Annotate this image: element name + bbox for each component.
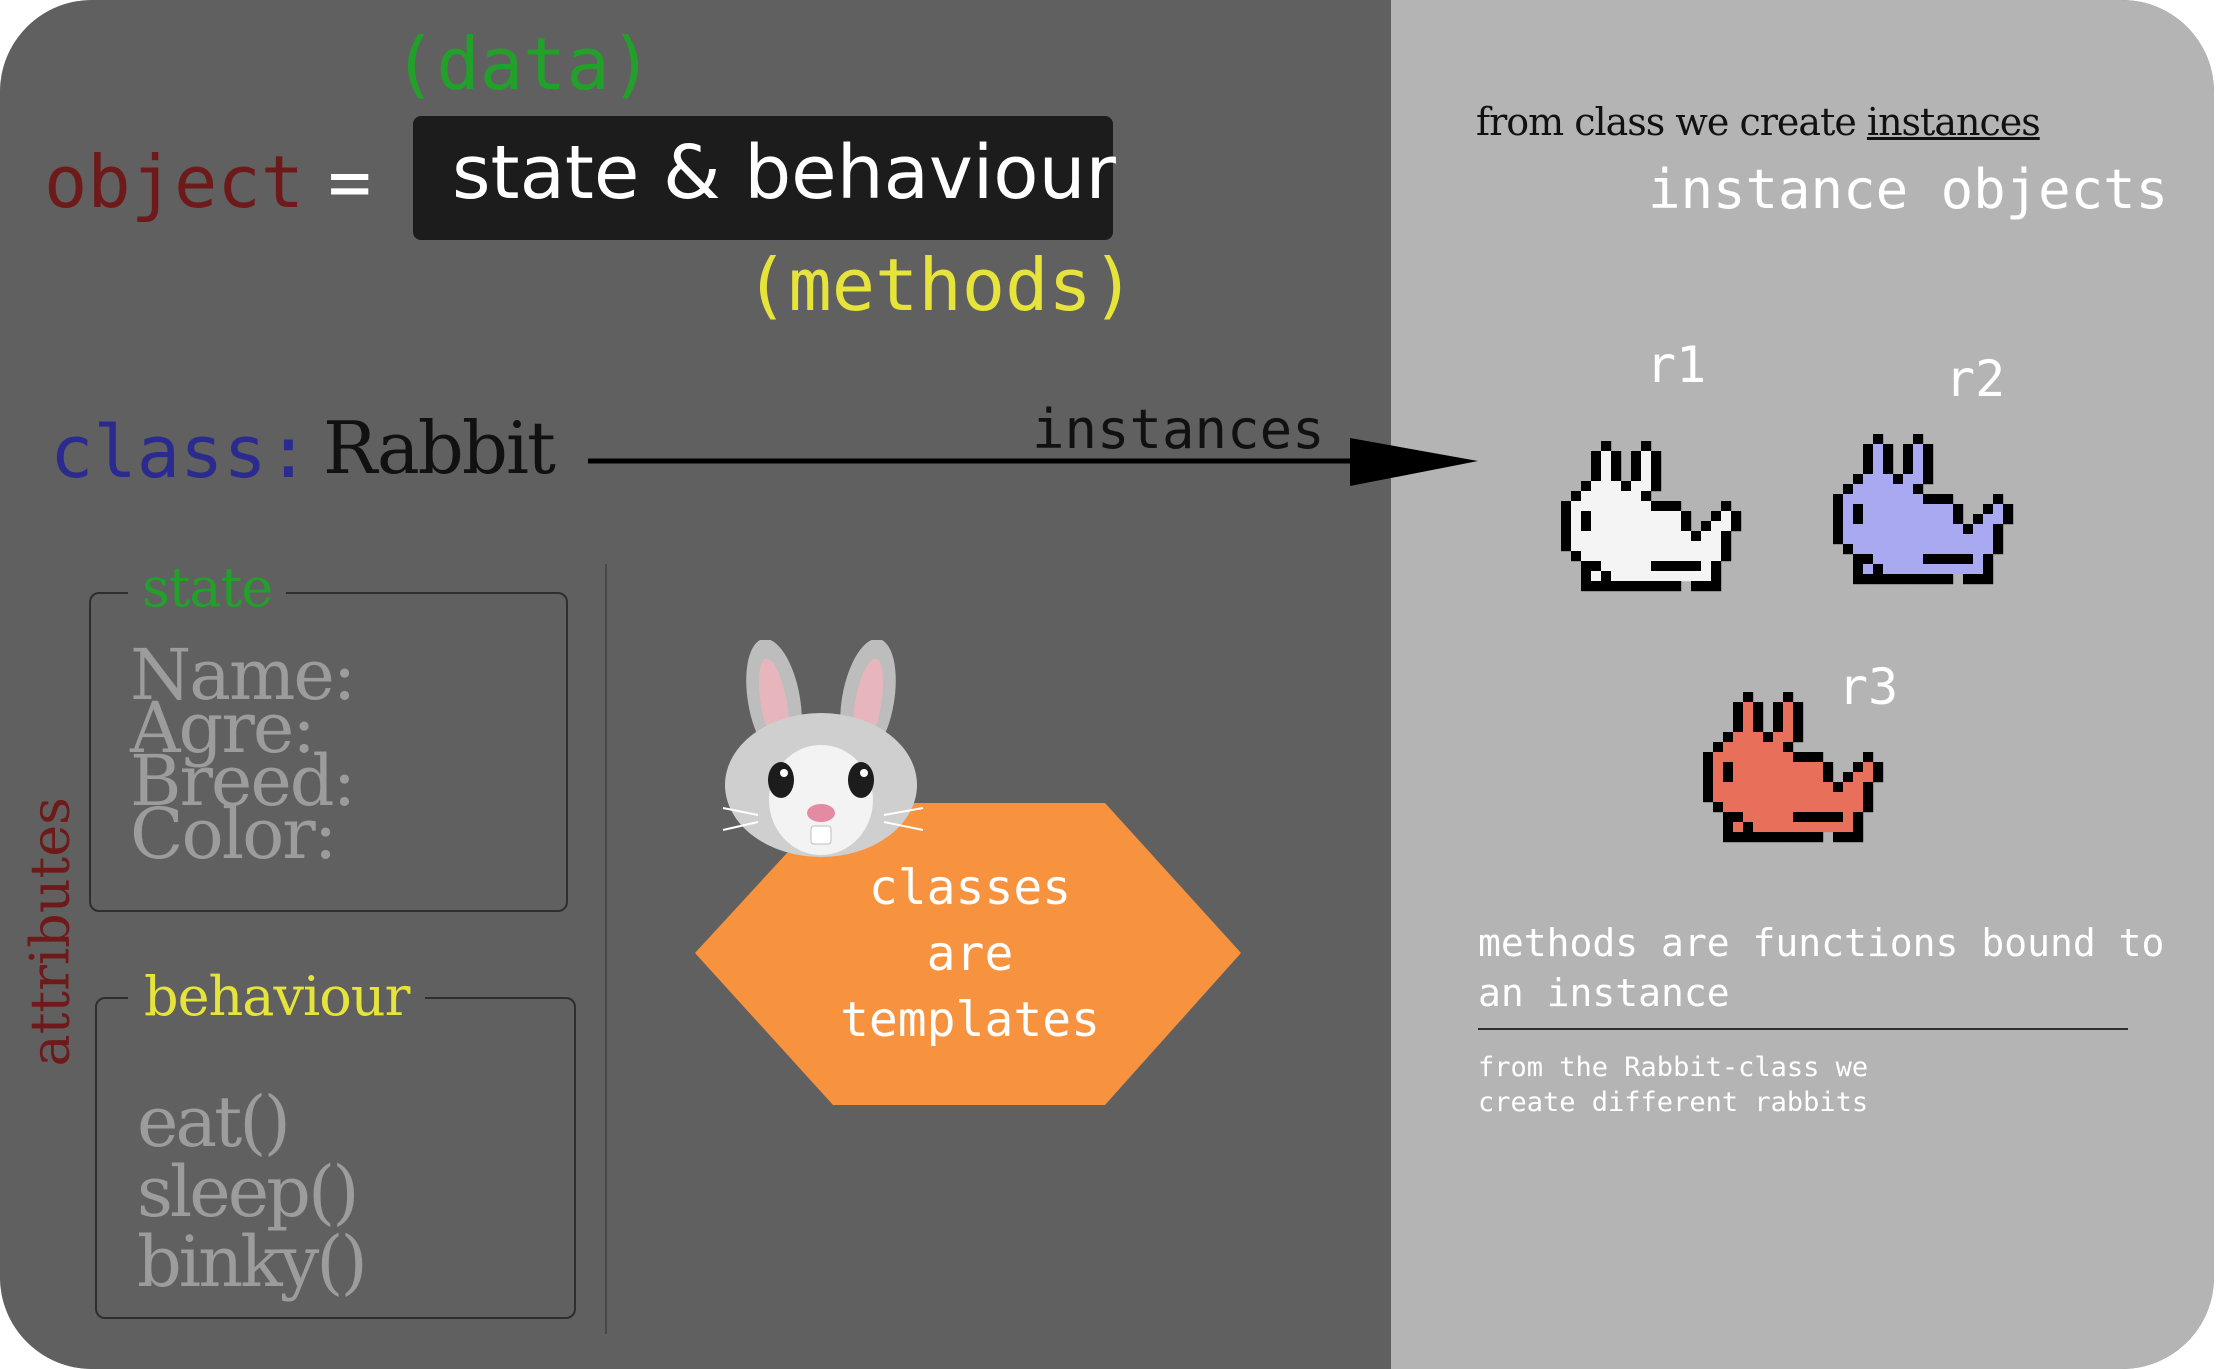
templates-hexagon (695, 803, 1241, 1105)
class-name: Rabbit (323, 406, 556, 490)
right-panel (1391, 0, 2214, 1369)
state-group-box (89, 592, 568, 912)
equals-sign: = (328, 140, 372, 224)
pixel-rabbit-icon (1561, 441, 1742, 592)
instance-objects-label: instance objects (1648, 158, 2169, 221)
attribute-age: Agre: (130, 687, 316, 769)
rabbit-face-icon (722, 640, 924, 857)
methods-label: (methods) (745, 243, 1136, 327)
method-sleep: sleep() (137, 1151, 360, 1233)
instances-underlined: instances (1866, 100, 2041, 144)
state-behaviour-text: state & behaviour (452, 130, 1116, 216)
arrow-label: instances (1032, 398, 1325, 461)
state-behaviour-box (413, 116, 1113, 240)
methods-note: methods are functions bound to an instan… (1478, 921, 2165, 1015)
attributes-label: attributes (18, 797, 82, 1067)
method-binky: binky() (137, 1221, 368, 1303)
data-label: (data) (393, 22, 654, 106)
attribute-breed: Breed: (130, 740, 356, 822)
hexagon-line: classes (868, 860, 1072, 916)
pixel-rabbit-icon (1703, 692, 1884, 843)
from-class-text: from class we create instances (1476, 100, 2041, 144)
object-label: object (44, 140, 305, 224)
attribute-name: Name: (130, 634, 356, 716)
pixel-rabbit-icon (1833, 434, 2014, 585)
hexagon-line: templates (839, 992, 1101, 1048)
from-class-prefix: from class we create (1476, 100, 1867, 144)
attribute-color: Color: (130, 793, 337, 875)
templates-hexagon-text: classes are templates (760, 855, 1180, 1053)
note-divider (1478, 1028, 2128, 1030)
instances-arrow (588, 438, 1478, 486)
rabbit-class-note: from the Rabbit-class we create differen… (1478, 1052, 1869, 1118)
rabbit-label-r1: r1 (1646, 336, 1707, 394)
state-legend: state (128, 556, 287, 619)
class-keyword: class: (50, 410, 311, 494)
vertical-divider (605, 564, 607, 1334)
method-eat: eat() (137, 1081, 291, 1163)
rabbit-label-r3: r3 (1838, 658, 1899, 716)
hexagon-line: are (926, 926, 1014, 982)
behaviour-legend: behaviour (128, 965, 426, 1028)
rabbit-label-r2: r2 (1945, 350, 2006, 408)
